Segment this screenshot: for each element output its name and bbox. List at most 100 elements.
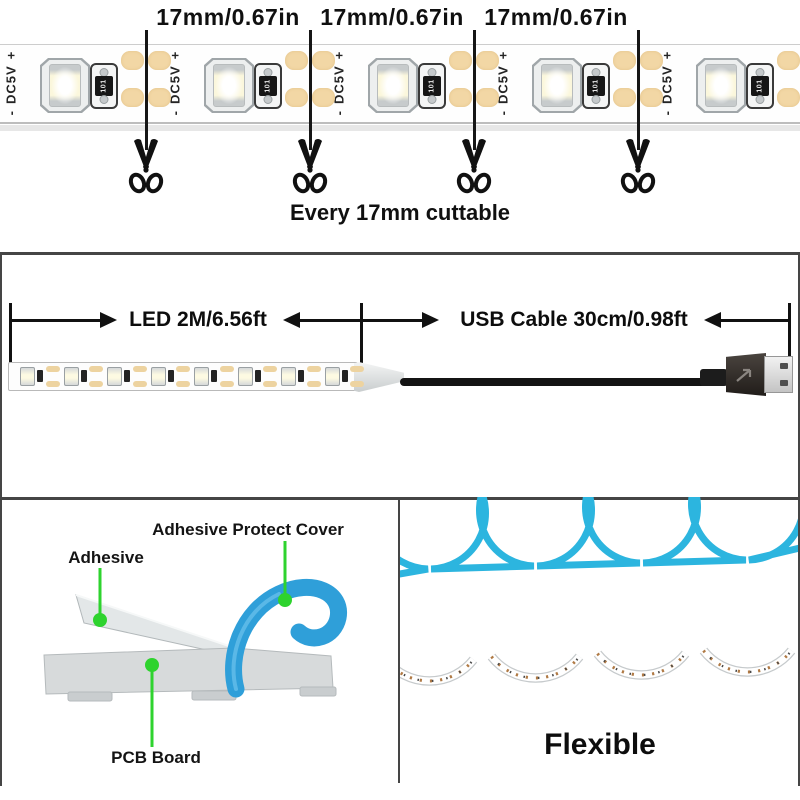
copper-pad	[89, 366, 103, 372]
usb-contact	[780, 363, 788, 369]
scissors-icon	[451, 136, 497, 196]
scissors-icon	[287, 136, 333, 196]
callout-dot	[278, 593, 292, 607]
copper-pad	[176, 366, 190, 372]
dim-line	[363, 319, 422, 322]
copper-pad	[45, 366, 60, 372]
resistor	[254, 370, 261, 382]
led-chip	[204, 58, 254, 113]
resistor	[211, 370, 217, 382]
resistor-body: 101	[751, 76, 769, 96]
resistor-body: 101	[259, 76, 277, 96]
resistor-body: 101	[95, 76, 113, 96]
callout-lines	[98, 541, 287, 747]
copper-pad	[476, 88, 499, 107]
frame-left	[0, 252, 2, 786]
callout-dot	[93, 613, 107, 627]
copper-pad	[449, 51, 472, 70]
resistor	[124, 370, 130, 382]
solder-dot	[99, 95, 109, 104]
copper-pad	[121, 88, 144, 107]
resistor-body: 101	[423, 76, 441, 96]
resistor-code: 101	[100, 79, 108, 93]
mini-strip-segment	[53, 363, 103, 390]
usb-contact	[780, 380, 788, 386]
cut-line	[144, 30, 148, 150]
copper-pad	[121, 51, 144, 70]
mini-strip-segment	[227, 363, 277, 390]
resistor: 101	[746, 63, 774, 109]
led-chip	[20, 367, 35, 386]
dim-tick-right	[788, 303, 791, 359]
strip-components: -DC5V+101-DC5V+101-DC5V+101-DC5V+101-DC5…	[0, 44, 800, 121]
cut-length-label: 17mm/0.67in	[320, 4, 464, 30]
resistor	[167, 370, 174, 382]
dim-line	[721, 319, 788, 322]
copper-pad	[285, 88, 308, 107]
led-chip	[281, 367, 296, 386]
resistor-code: 101	[756, 79, 764, 93]
arrow-right-icon	[100, 312, 117, 328]
copper-pad	[777, 51, 800, 70]
section-divider-middle	[0, 497, 800, 500]
led-strip-small	[8, 362, 364, 391]
copper-pad	[640, 88, 663, 107]
led-chip	[107, 367, 122, 386]
resistor: 101	[254, 63, 282, 109]
mini-strip-segment	[270, 363, 321, 390]
copper-pad	[148, 88, 171, 107]
led-chip	[40, 58, 90, 113]
solder-dot	[427, 95, 437, 104]
pcb-board	[43, 647, 334, 695]
pcb-label: PCB Board	[111, 748, 201, 767]
cuttable-caption: Every 17mm cuttable	[289, 200, 511, 225]
resistor	[298, 370, 304, 382]
cut-line	[472, 30, 476, 150]
copper-pad	[263, 366, 277, 372]
resistor-code: 101	[428, 79, 436, 93]
bottom-panel-divider	[398, 497, 400, 783]
led-chip	[696, 58, 746, 113]
dim-tick-middle	[360, 303, 363, 389]
copper-pad	[132, 366, 147, 372]
scissors-icon	[615, 136, 661, 196]
usb-length-label: USB Cable 30cm/0.98ft	[460, 308, 688, 331]
resistor	[341, 370, 348, 382]
resistor: 101	[582, 63, 610, 109]
resistor-body: 101	[587, 76, 605, 96]
copper-pad	[176, 381, 190, 387]
strip-shadow	[0, 125, 800, 131]
usb-metal-tip	[764, 356, 793, 393]
callout-dot	[145, 658, 159, 672]
led-chip	[150, 367, 166, 386]
led-emitter	[213, 64, 245, 107]
mini-strip-segment	[183, 363, 234, 390]
mini-strip-segment	[9, 363, 60, 390]
resistor	[80, 370, 87, 382]
led-emitter	[705, 64, 737, 107]
usb-logo-icon	[736, 368, 752, 382]
led-chip	[532, 58, 582, 113]
resistor	[37, 370, 43, 382]
copper-pad	[263, 381, 277, 387]
section-divider-top	[0, 252, 800, 255]
usb-cable	[400, 378, 710, 386]
led-emitter	[541, 64, 573, 107]
copper-pad	[312, 88, 335, 107]
arrow-right-icon	[422, 312, 439, 328]
copper-pad	[219, 366, 234, 372]
cuttable-strip-section: -DC5V+101-DC5V+101-DC5V+101-DC5V+101-DC5…	[0, 0, 800, 252]
copper-pad	[613, 51, 636, 70]
copper-pad	[312, 51, 335, 70]
solder-dot	[263, 95, 273, 104]
led-chip	[63, 367, 79, 386]
copper-pad	[613, 88, 636, 107]
led-chip	[194, 367, 209, 386]
copper-pad	[777, 88, 800, 107]
copper-pad	[449, 88, 472, 107]
resistor: 101	[418, 63, 446, 109]
copper-pad	[350, 381, 364, 387]
adhesive-illustration	[43, 541, 347, 747]
copper-pad	[640, 51, 663, 70]
